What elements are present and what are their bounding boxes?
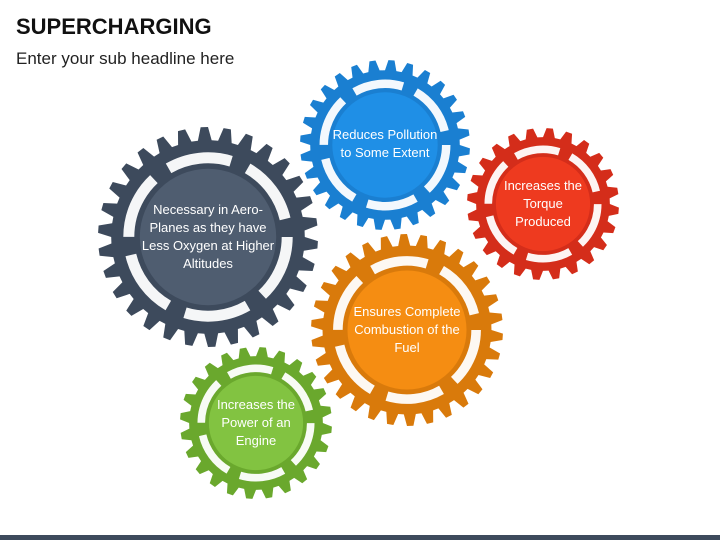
gear-dark-ring	[123, 152, 293, 322]
gear-blue-ring	[319, 79, 451, 211]
gear-dark-center	[139, 168, 277, 306]
gear-red-center	[495, 156, 591, 252]
gear-blue	[300, 60, 470, 230]
page-subtitle: Enter your sub headline here	[16, 49, 235, 68]
gear-dark	[98, 127, 318, 347]
gear-orange-center	[347, 270, 467, 390]
gear-dark-label: Necessary in Aero-Planes as they have Le…	[141, 202, 275, 271]
bottom-bar	[0, 535, 720, 540]
page-title: SUPERCHARGING	[16, 14, 212, 39]
gear-blue-center	[332, 92, 438, 198]
gear-green-center	[208, 375, 304, 471]
gear-orange-label: Ensures Complete Combustion of the Fuel	[353, 304, 461, 355]
gear-orange	[311, 234, 503, 426]
gear-green-label: Increases the Power of an Engine	[216, 397, 296, 448]
gear-blue-label: Reduces Pollution to Some Extent	[332, 127, 438, 160]
gear-red	[467, 128, 619, 280]
gear-red-label: Increases the Torque Produced	[503, 178, 583, 229]
gear-green	[180, 347, 332, 499]
